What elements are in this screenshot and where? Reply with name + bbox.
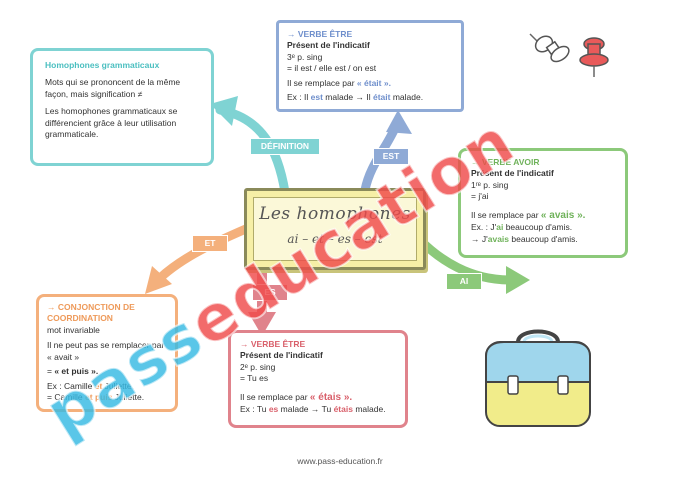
es-replace: Il se remplace par « étais ». (240, 391, 396, 405)
et-equals: = « et puis ». (47, 366, 167, 377)
et-equals-pre: = (47, 366, 55, 377)
est-ex-word2: était (373, 92, 391, 103)
et-invariable: mot invariable (47, 324, 100, 335)
arrow-est-head (386, 110, 412, 134)
ai-tense: Présent de l'indicatif (471, 168, 554, 179)
et-heading: → CONJONCTION DE COORDINATION (47, 302, 135, 324)
push-pin-red-icon (579, 37, 609, 77)
est-forms: = il est / elle est / on est (287, 63, 377, 74)
footer-url: www.pass-education.fr (297, 456, 383, 466)
push-pin-icons (529, 33, 609, 77)
ai-forms: = j'ai (471, 191, 489, 202)
ai-person: 1ʳᵉ p. sing (471, 179, 509, 190)
et-example2: = Camille et puis Juliette. (47, 392, 167, 403)
ai-ex2-word: avais (487, 233, 510, 244)
tag-ai: AI (446, 273, 482, 290)
et-box: → CONJONCTION DE COORDINATION mot invari… (36, 294, 178, 412)
ai-ex1-pre: Ex. : J' (471, 222, 497, 233)
est-replace-text: Il se remplace par (287, 77, 357, 88)
est-ex-mid: malade → Il (322, 92, 373, 103)
es-replace-text: Il se remplace par (240, 391, 310, 402)
center-board-subtitle: ai – et – es – est (287, 232, 383, 246)
tag-es: ES (252, 284, 288, 301)
tag-est: EST (373, 148, 409, 165)
est-ex-word1: est (310, 92, 323, 103)
tag-et: ET (192, 235, 228, 252)
et-equals-word: « et puis ». (54, 366, 99, 377)
ai-replace-text: Il se remplace par (471, 209, 541, 220)
est-example: Ex : Il est malade → Il était malade. (287, 92, 453, 103)
et-no-replace: Il ne peut pas se remplacer par « avait … (47, 340, 165, 362)
es-ex-word2: étais (333, 404, 353, 415)
et-ex2-post: Juliette. (112, 392, 145, 403)
es-example: Ex : Tu es malade → Tu étais malade. (240, 404, 396, 415)
est-heading: → VERBE ÊTRE (287, 29, 353, 39)
ai-ex2-pre: → J' (471, 233, 488, 244)
ai-example1: Ex. : J'ai beaucoup d'amis. (471, 222, 615, 233)
es-ex-mid: malade → Tu (278, 404, 334, 415)
ai-replace: Il se remplace par « avais ». (471, 209, 615, 223)
et-ex1-word: et (94, 380, 103, 391)
arrow-ai (415, 235, 515, 285)
arrow-ai-head (506, 266, 530, 294)
et-ex2-word: et puis (85, 392, 113, 403)
es-forms: = Tu es (240, 373, 269, 384)
et-example1: Ex : Camille et Juliette. (47, 381, 167, 392)
center-board-title: Les homophones (259, 204, 411, 224)
ai-example2: → J'avais beaucoup d'amis. (471, 234, 615, 245)
tag-definition: DÉFINITION (250, 138, 320, 155)
center-board: Les homophones ai – et – es – est (244, 188, 426, 270)
arrow-es-head (248, 312, 276, 336)
es-person: 2ᵉ p. sing (240, 361, 276, 372)
definition-para2: Les homophones grammaticaux se différenc… (45, 106, 178, 140)
es-box: → VERBE ÊTRE Présent de l'indicatif 2ᵉ p… (228, 330, 408, 428)
es-ex-pre: Ex : Tu (240, 404, 269, 415)
ai-ex1-word: ai (496, 222, 504, 233)
arrow-et-head (145, 266, 172, 294)
est-tense: Présent de l'indicatif (287, 40, 370, 51)
push-pin-grey-icon (529, 33, 570, 63)
schoolbag-icon (485, 329, 591, 427)
et-ex1-post: Juliette. (102, 380, 134, 391)
es-tense: Présent de l'indicatif (240, 350, 323, 361)
ai-box: → VERBE AVOIR Présent de l'indicatif 1ʳᵉ… (458, 148, 628, 258)
es-ex-post: malade. (352, 404, 386, 415)
definition-box: Homophones grammaticaux Mots qui se pron… (30, 48, 214, 166)
es-ex-word1: es (268, 404, 279, 415)
es-replace-word: « étais ». (309, 391, 353, 403)
ai-replace-word: « avais ». (540, 209, 586, 221)
es-heading: → VERBE ÊTRE (240, 339, 306, 349)
est-ex-post: malade. (390, 92, 424, 103)
ai-ex1-post: beaucoup d'amis. (503, 222, 573, 233)
center-board-inner: Les homophones ai – et – es – est (253, 197, 417, 261)
ai-heading: → VERBE AVOIR (471, 157, 540, 167)
est-person: 3ᵉ p. sing (287, 51, 323, 62)
ai-ex2-post: beaucoup d'amis. (509, 233, 578, 244)
watermark-text: passeducation (33, 105, 527, 452)
est-box: → VERBE ÊTRE Présent de l'indicatif 3ᵉ p… (276, 20, 464, 112)
et-ex2-pre: = Camille (47, 392, 86, 403)
est-replace-word: « était ». (356, 77, 391, 88)
et-ex1-pre: Ex : Camille (47, 380, 95, 391)
definition-title: Homophones grammaticaux (45, 60, 160, 70)
arrow-definition-head (210, 96, 238, 126)
definition-para1: Mots qui se prononcent de la même façon,… (45, 77, 181, 99)
est-replace: Il se remplace par « était ». (287, 78, 453, 89)
est-ex-pre: Ex : Il (287, 92, 311, 103)
